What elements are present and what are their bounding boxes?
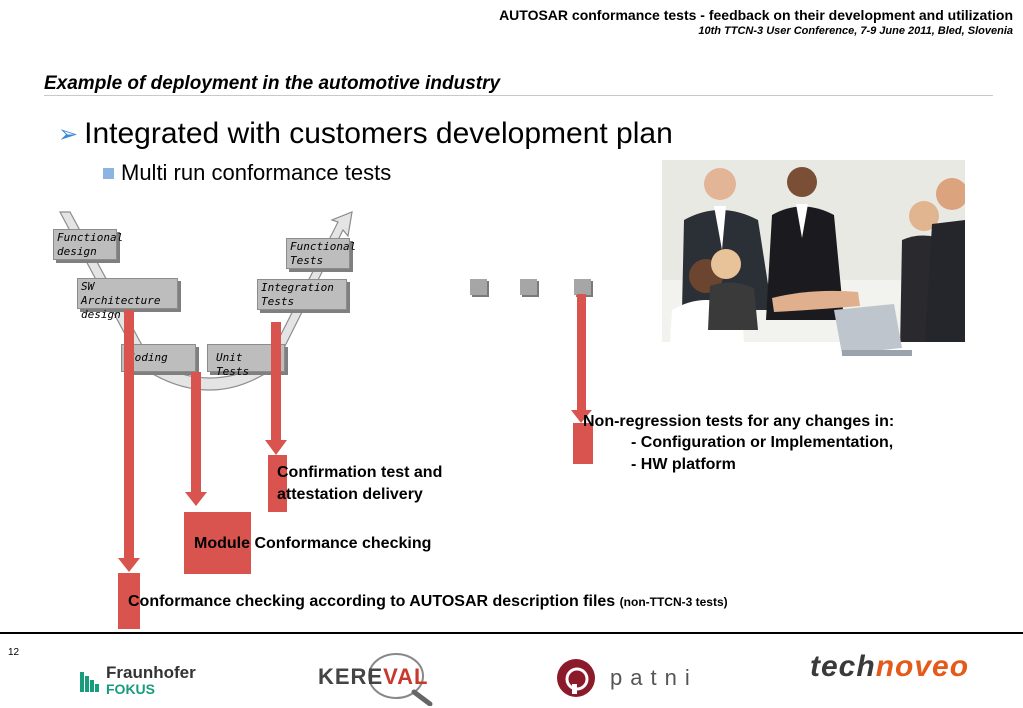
presentation-title: AUTOSAR conformance tests - feedback on … [499,7,1013,23]
ellipsis-square-3 [574,279,591,295]
square-bullet-icon [103,167,114,179]
fraunhofer-text: Fraunhofer [106,663,196,682]
autosar-conformance-main: Conformance checking according to AUTOSA… [128,593,616,610]
page-number: 12 [8,647,20,658]
integration-tests-box: Integration Tests [257,279,347,310]
ellipsis-square-2 [520,279,537,295]
title-divider [44,95,993,96]
fraunhofer-fokus-logo: Fraunhofer FOKUS [80,663,196,697]
footer-divider [0,632,1023,634]
technoveo-logo: technoveo [810,650,969,684]
fraunhofer-mark-icon [80,672,99,692]
sw-architecture-design-box: SW Architecture design [77,278,178,321]
coding-label: Coding [128,351,168,364]
autosar-conformance-note: (non-TTCN-3 tests) [619,595,728,609]
autosar-conformance-block [118,573,140,629]
unit-tests-label: Unit Tests [216,351,250,378]
bullet-level-2-text: Multi run conformance tests [121,160,392,185]
confirmation-block [268,455,287,512]
ellipsis-square-1 [470,279,487,295]
slide-title: Example of deployment in the automotive … [44,73,501,94]
bullet-level-1-text: Integrated with customers development pl… [84,117,673,150]
module-conformance-text: Module Conformance checking [194,535,432,552]
business-meeting-photo [662,160,965,380]
bullet-level-2: Multi run conformance tests [103,160,391,186]
functional-tests-label: Functional Tests [290,240,357,267]
non-regression-block [573,423,593,464]
patni-text: patni [610,665,698,690]
bullet-level-1: ➢ Integrated with customers development … [58,117,673,151]
fokus-text: FOKUS [106,681,155,697]
kereval-logo: KEREVAL [318,653,433,706]
functional-design-box: Functional design [53,229,123,260]
technoveo-tech-text: tech [810,650,876,683]
non-regression-item-2: - HW platform [631,456,736,473]
non-regression-item-1: - Configuration or Implementation, [631,434,894,451]
svg-text:KEREVAL: KEREVAL [318,664,429,689]
confirmation-text: Confirmation test and attestation delive… [277,464,443,503]
patni-mark-icon [557,659,595,697]
functional-design-label: Functional design [57,231,124,258]
conference-subtitle: 10th TTCN-3 User Conference, 7-9 June 20… [698,25,1013,37]
technoveo-noveo-text: noveo [875,650,970,683]
sw-architecture-design-label: SW Architecture design [81,280,161,321]
functional-tests-box: Functional Tests [286,238,356,269]
module-conformance-block [184,512,251,574]
arrow-bullet-icon: ➢ [58,120,79,148]
autosar-conformance-text: Conformance checking according to AUTOSA… [128,591,728,613]
integration-tests-label: Integration Tests [261,281,334,308]
patni-logo: patni [556,658,698,698]
non-regression-title: Non-regression tests for any changes in: [583,413,895,430]
